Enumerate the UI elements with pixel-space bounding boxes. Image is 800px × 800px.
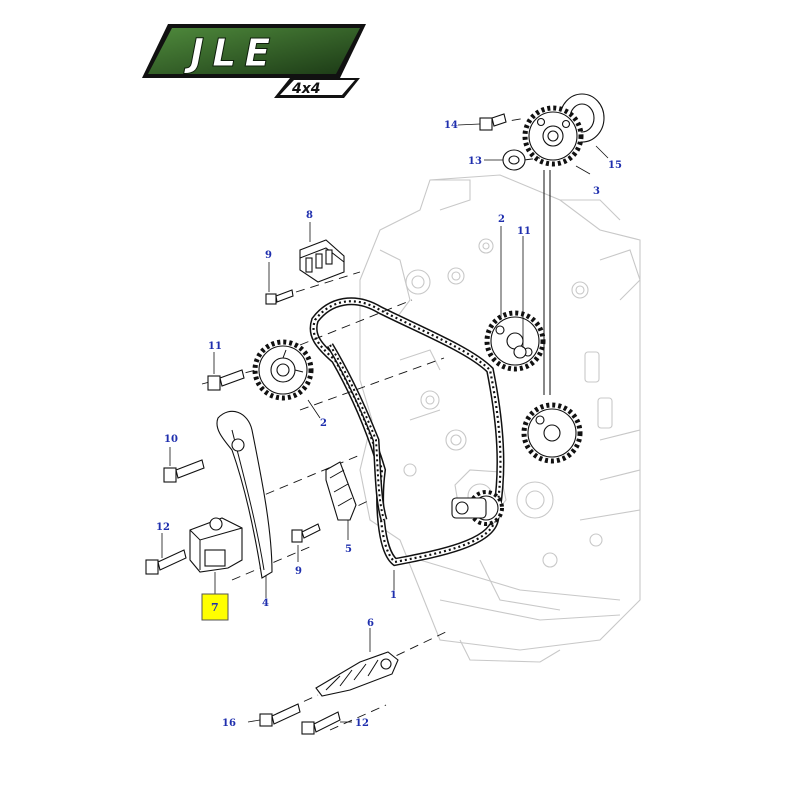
callout-1: 1 [390,590,397,601]
highlight-box [201,593,229,621]
callout-2-left: 2 [320,418,327,429]
callout-2-right: 2 [498,214,505,225]
bolt-12-upper [145,549,187,575]
timing-chain [309,297,505,567]
callout-labels: 1 2 2 3 4 5 6 7 8 9 9 10 11 11 12 12 13 … [156,120,622,729]
lower-chain-guide [315,651,399,697]
callout-12-lower: 12 [355,718,369,729]
bolt-11-left [207,369,245,391]
chain-guide [325,461,357,521]
bolt-14 [479,113,507,131]
nut-13 [502,149,526,171]
sprocket-upper-right [484,310,546,372]
crank-sprocket [451,490,504,526]
callout-4: 4 [262,598,269,609]
jle-logo: JLE 4x4 [142,24,366,98]
callout-13: 13 [468,156,482,167]
callout-10: 10 [164,434,178,445]
callout-9-upper: 9 [265,250,272,261]
bolt-9-lower [291,523,321,543]
sprocket-top [522,93,605,167]
chain-tensioner [189,517,243,573]
bolt-11-right [513,345,527,359]
bolt-9-upper [265,289,294,305]
tensioner-arm [216,410,273,579]
callout-12-upper: 12 [156,522,170,533]
callout-11-right: 11 [517,226,531,237]
callout-6: 6 [367,618,374,629]
bolt-16 [259,703,301,727]
callout-8: 8 [306,210,313,221]
callout-16: 16 [222,718,236,729]
callout-7: 7 [211,601,219,614]
callout-11-left: 11 [208,341,222,352]
callout-3: 3 [593,186,600,197]
bolt-10 [163,459,205,483]
callout-9-lower: 9 [295,566,302,577]
callout-5: 5 [345,544,352,555]
callout-14: 14 [444,120,458,131]
sprocket-lower-right [521,402,583,464]
callout-15: 15 [608,160,622,171]
bolt-12-lower [301,711,341,735]
logo-sub-text: 4x4 [291,81,321,97]
assembly-lines [201,117,551,731]
leader-lines [161,123,609,723]
logo-brand-text: JLE [183,31,278,75]
sprocket-left [252,339,314,401]
valve-block [299,239,345,283]
